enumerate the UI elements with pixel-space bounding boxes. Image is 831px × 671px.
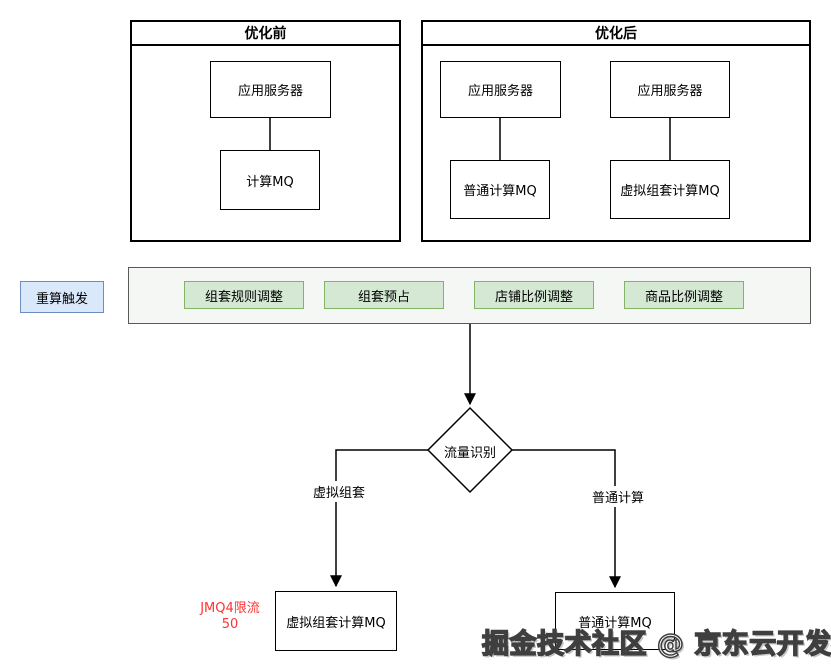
branch-label-normal: 普通计算 (586, 486, 650, 507)
panel-after-optimization: 优化后 (421, 20, 811, 242)
connector-decision-to-normal-mq (512, 449, 621, 589)
event-product-ratio-adjust: 商品比例调整 (624, 281, 744, 309)
rate-limit-line2: 50 (221, 617, 239, 632)
node-after-app-server-right: 应用服务器 (610, 61, 730, 118)
branch-label-virtual: 虚拟组套 (307, 481, 371, 502)
watermark-text: 掘金技术社区 @ 京东云开发者 (481, 628, 831, 661)
event-rule-adjust: 组套规则调整 (184, 281, 304, 309)
node-after-app-server-left: 应用服务器 (440, 61, 561, 118)
decision-diamond-shape (426, 406, 514, 494)
connector-decision-to-virtual-mq (330, 449, 428, 588)
node-sink-normal-mq: 普通计算MQ (555, 592, 675, 650)
node-recalc-trigger: 重算触发 (20, 281, 104, 313)
events-bar: 组套规则调整 组套预占 店铺比例调整 商品比例调整 (128, 267, 811, 324)
node-after-normal-mq: 普通计算MQ (450, 160, 550, 219)
rate-limit-annotation: JMQ4限流 50 (194, 601, 266, 633)
node-after-virtual-mq: 虚拟组套计算MQ (610, 160, 730, 219)
node-before-calc-mq: 计算MQ (220, 150, 320, 210)
node-before-app-server: 应用服务器 (210, 61, 331, 118)
node-sink-virtual-mq: 虚拟组套计算MQ (275, 591, 397, 651)
decision-label: 流量识别 (443, 446, 496, 461)
rate-limit-line1: JMQ4限流 (200, 601, 260, 616)
event-bundle-preempt: 组套预占 (324, 281, 444, 309)
event-shop-ratio-adjust: 店铺比例调整 (474, 281, 594, 309)
panel-before-title: 优化前 (132, 22, 399, 46)
panel-after-title: 优化后 (423, 22, 809, 46)
